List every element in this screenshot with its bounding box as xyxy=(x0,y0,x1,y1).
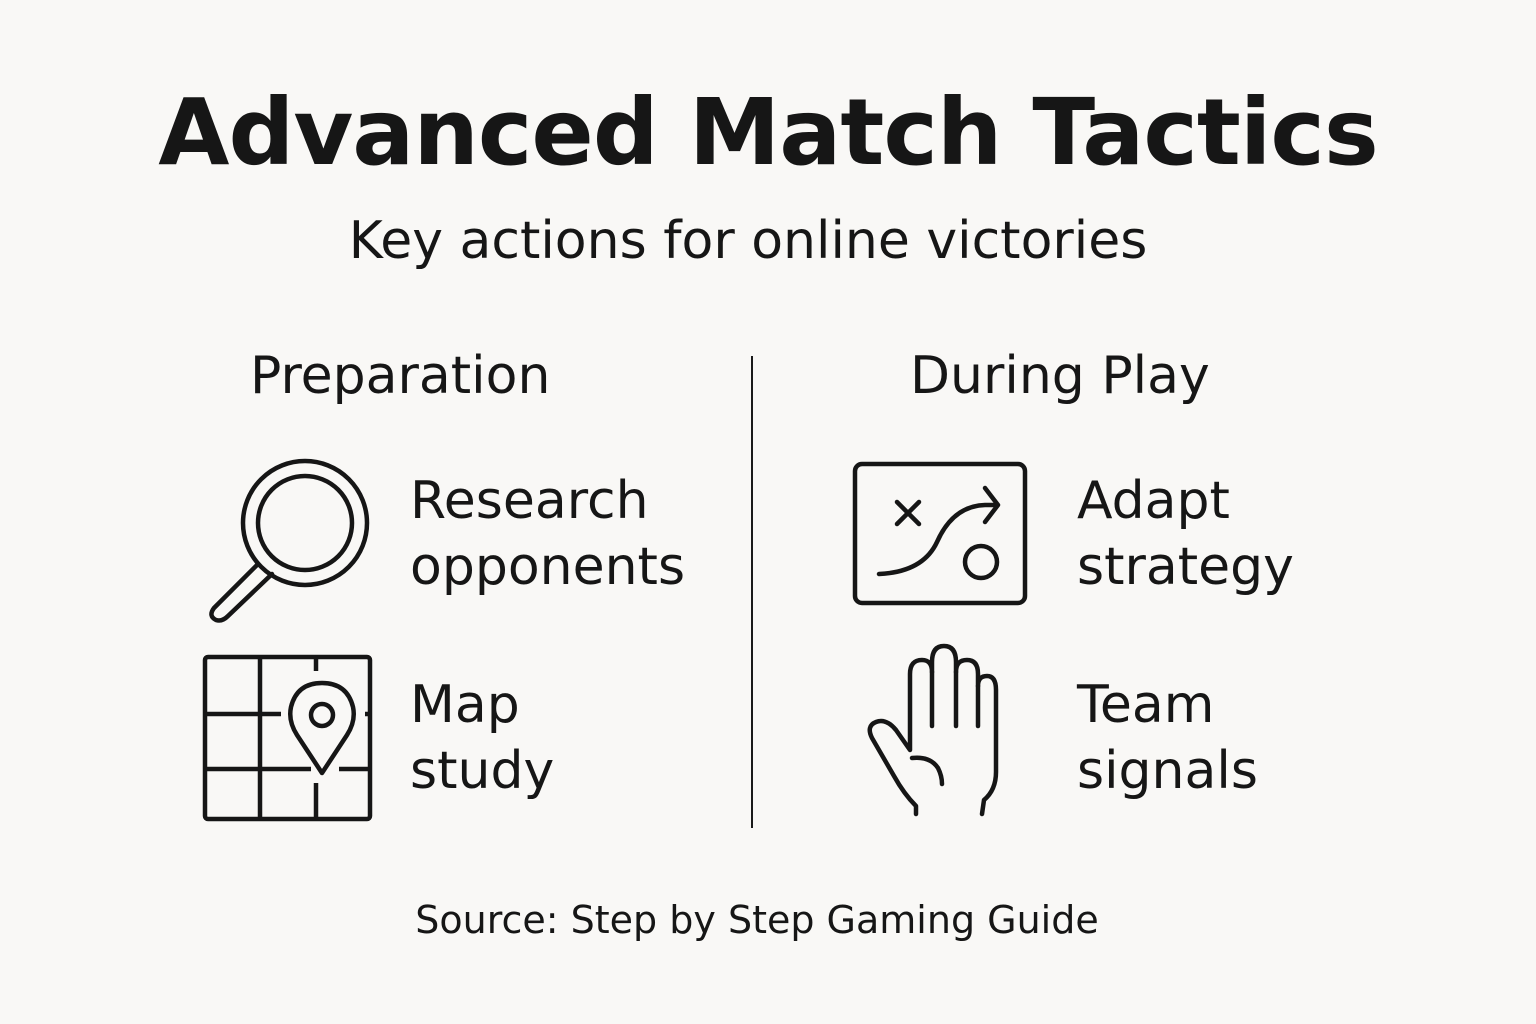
item-label-line1: Map xyxy=(410,675,520,735)
item-label-line2: opponents xyxy=(410,537,686,597)
strategy-board-icon xyxy=(852,461,1028,606)
column-heading-preparation: Preparation xyxy=(250,346,551,406)
item-label-line1: Research xyxy=(410,471,649,531)
source-note: Source: Step by Step Gaming Guide xyxy=(415,898,1099,942)
page-subtitle: Key actions for online victories xyxy=(348,211,1148,271)
column-heading-during-play: During Play xyxy=(910,346,1210,406)
item-label-line2: strategy xyxy=(1077,537,1294,597)
item-label: Map study xyxy=(410,672,554,804)
page-title: Advanced Match Tactics xyxy=(158,79,1378,186)
item-label-line2: study xyxy=(410,741,555,801)
item-label-line1: Team xyxy=(1077,675,1215,735)
column-divider xyxy=(751,356,753,828)
map-pin-icon xyxy=(202,654,373,823)
item-label: Research opponents xyxy=(410,468,685,600)
raised-hand-icon xyxy=(866,642,1001,820)
item-label: Adapt strategy xyxy=(1077,468,1294,600)
item-label-line1: Adapt xyxy=(1077,471,1230,531)
item-label: Team signals xyxy=(1077,672,1258,804)
magnifying-glass-icon xyxy=(200,450,375,625)
item-label-line2: signals xyxy=(1077,741,1258,801)
